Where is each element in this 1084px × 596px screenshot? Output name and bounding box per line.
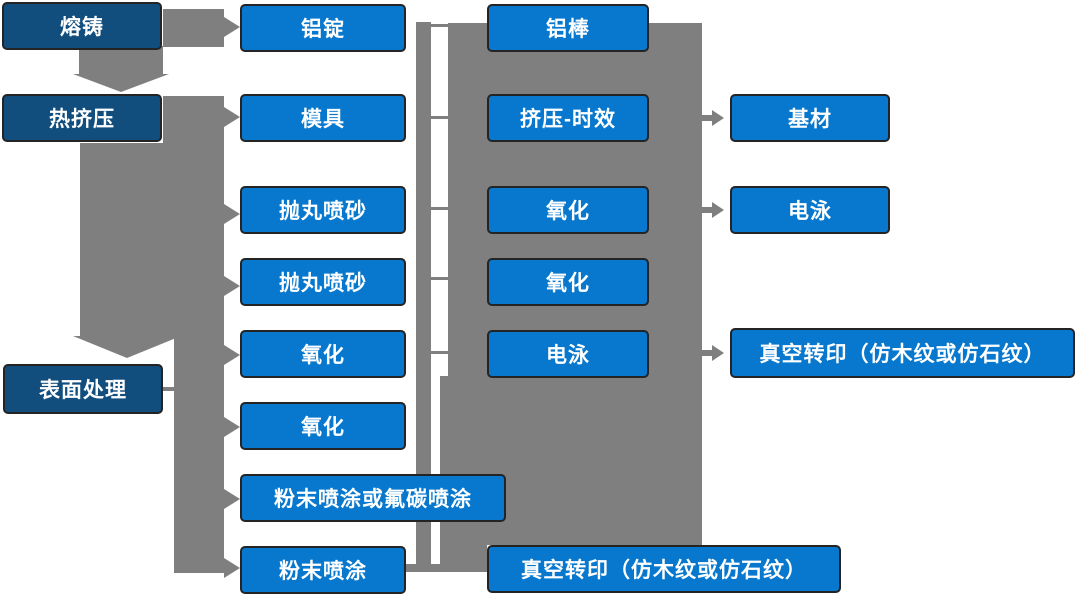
node-electrophoresis-2: 电泳 xyxy=(730,186,890,234)
arrow-right-to-shot-blasting-2-icon xyxy=(224,276,240,296)
connector-middle-collector-bar xyxy=(416,22,431,570)
connector-bottom-bar xyxy=(406,564,487,572)
connector-stub-row4 xyxy=(430,277,449,280)
node-electrophoresis-1: 电泳 xyxy=(487,330,649,378)
connector-stem-to-electrophoresis xyxy=(702,207,713,213)
node-base-material: 基材 xyxy=(730,94,890,142)
node-aluminum-ingot: 铝锭 xyxy=(240,4,406,52)
node-shot-blasting-2: 抛丸喷砂 xyxy=(240,258,406,306)
node-oxidation-4: 氧化 xyxy=(487,258,649,306)
arrow-right-to-shot-blasting-1-icon xyxy=(224,204,240,224)
connector-stub-row1 xyxy=(430,24,449,27)
arrow-right-to-oxidation-1-icon xyxy=(224,345,240,365)
node-extrusion-aging: 挤压-时效 xyxy=(487,94,649,142)
node-vacuum-transfer-2: 真空转印（仿木纹或仿石纹） xyxy=(730,328,1075,378)
node-aluminum-rod: 铝棒 xyxy=(487,4,649,52)
node-powder-coating: 粉末喷涂 xyxy=(240,546,406,594)
connector-stub-row2 xyxy=(430,116,449,119)
node-vacuum-transfer-1: 真空转印（仿木纹或仿石纹） xyxy=(487,545,841,593)
arrow-right-to-base-material-icon xyxy=(712,110,724,126)
arrow-right-to-vacuum-transfer-icon xyxy=(712,345,724,361)
arrow-down-to-surface-treatment-icon xyxy=(73,336,181,358)
arrow-right-to-powder-coating-icon xyxy=(224,558,240,578)
node-oxidation-1: 氧化 xyxy=(240,330,406,378)
connector-surface-treatment-stub xyxy=(163,387,177,391)
node-mold: 模具 xyxy=(240,94,406,142)
connector-extrusion-to-mold-bar xyxy=(163,96,224,143)
node-hot-extrusion: 热挤压 xyxy=(2,94,162,142)
arrow-right-to-ingot-icon xyxy=(224,17,240,37)
node-surface-treatment: 表面处理 xyxy=(3,364,163,414)
node-oxidation-2: 氧化 xyxy=(240,402,406,450)
connector-stem-to-base-material xyxy=(702,115,713,121)
arrow-down-to-hot-extrusion-icon xyxy=(73,74,169,92)
connector-stub-row5 xyxy=(430,351,449,354)
connector-left-block xyxy=(80,143,224,336)
arrow-right-to-electrophoresis-icon xyxy=(712,202,724,218)
connector-melting-to-ingot-bar xyxy=(163,9,224,47)
connector-melting-down-bar xyxy=(79,46,163,76)
node-shot-blasting-1: 抛丸喷砂 xyxy=(240,186,406,234)
connector-stem-to-vacuum-transfer xyxy=(702,350,713,356)
node-melting-casting: 熔铸 xyxy=(2,2,162,50)
arrow-right-to-oxidation-2-icon xyxy=(224,417,240,437)
arrow-right-to-mold-icon xyxy=(224,107,240,127)
node-oxidation-3: 氧化 xyxy=(487,186,649,234)
connector-surface-collector-bar xyxy=(174,336,224,573)
connector-stub-row3 xyxy=(430,207,449,210)
arrow-right-to-powder-fluorocarbon-icon xyxy=(224,489,240,509)
node-powder-or-fluorocarbon: 粉末喷涂或氟碳喷涂 xyxy=(240,474,506,522)
